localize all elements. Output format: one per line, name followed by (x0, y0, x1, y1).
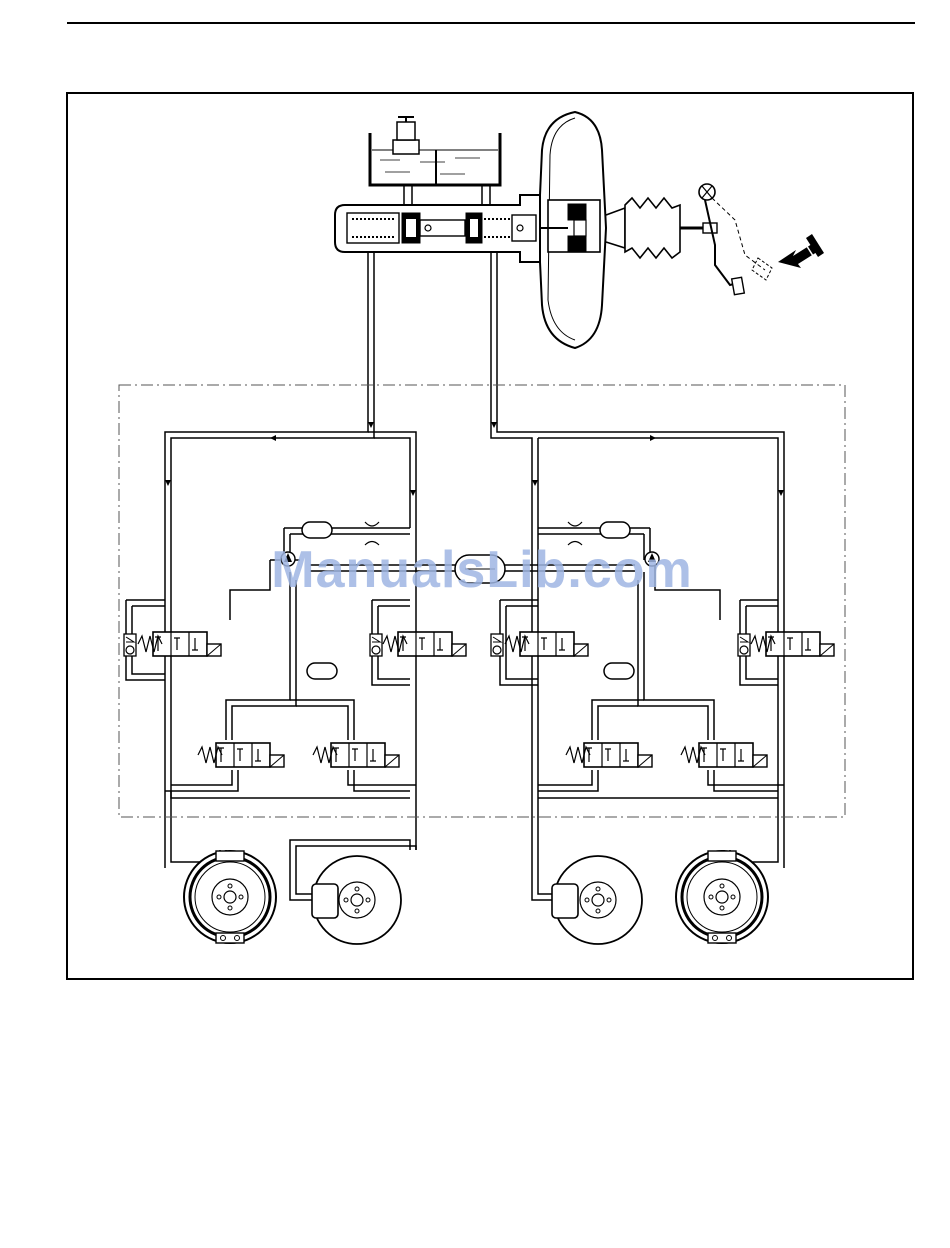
inlet-valve (766, 632, 834, 656)
inlet-valve (398, 632, 466, 656)
accumulator (604, 663, 634, 679)
fluid-reservoir (370, 117, 500, 205)
check-valve-icon (370, 634, 382, 656)
disc-brake (552, 856, 642, 944)
left-circuit (126, 528, 460, 900)
check-valve-icon (738, 634, 750, 656)
arrow-icon (778, 234, 824, 268)
drum-brake (184, 851, 276, 943)
inlet-valve (520, 632, 588, 656)
inlet-valve (153, 632, 221, 656)
accumulator (302, 522, 332, 538)
outlet-valve (331, 743, 399, 767)
left-circuit-parts (124, 522, 466, 767)
check-valve-icon (491, 634, 503, 656)
accumulator (600, 522, 630, 538)
outlet-valve (699, 743, 767, 767)
pump-motor (455, 555, 505, 583)
master-cylinder (335, 195, 540, 262)
right-circuit (500, 528, 784, 900)
disc-brake (312, 856, 401, 944)
brake-booster (540, 112, 717, 348)
brake-pedal (699, 184, 772, 295)
accumulator (307, 663, 337, 679)
outlet-valve (584, 743, 652, 767)
check-valve-icon (124, 634, 136, 656)
drum-brake (676, 851, 768, 943)
outlet-valve (216, 743, 284, 767)
right-circuit-parts (491, 522, 834, 767)
